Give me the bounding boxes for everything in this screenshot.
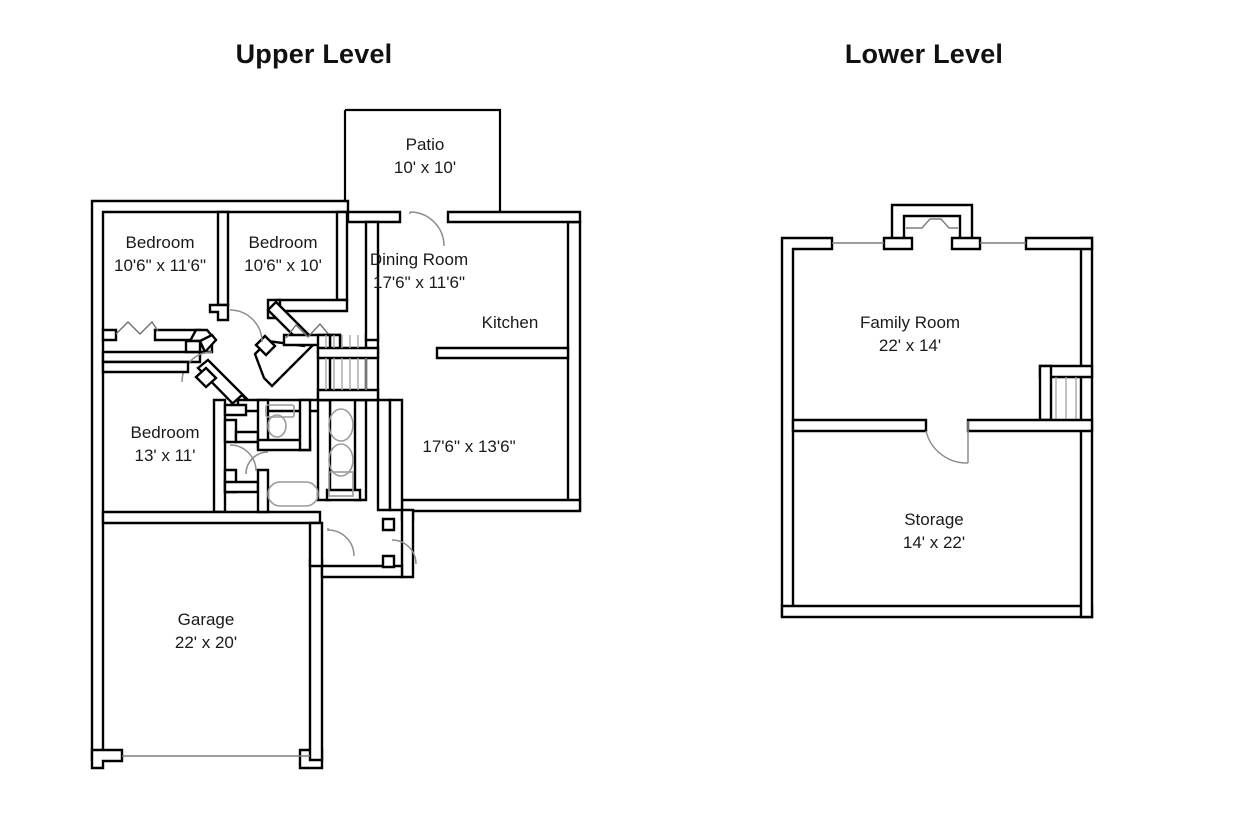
room-label-family-room: Family Room 22' x 14' bbox=[860, 313, 960, 355]
bedroom1-door-swing bbox=[229, 309, 263, 343]
upper-door-swings bbox=[181, 211, 445, 383]
bedroom3-door-swing bbox=[229, 444, 257, 472]
storage-walls bbox=[791, 418, 1094, 464]
lower-stairs bbox=[1038, 364, 1094, 422]
bedroom-2-name: Bedroom bbox=[249, 233, 318, 252]
bathroom-door-swing bbox=[245, 451, 269, 475]
room-label-bedroom-2: Bedroom 10'6" x 10' bbox=[244, 233, 322, 275]
room-label-garage: Garage 22' x 20' bbox=[175, 610, 237, 652]
kitchen-dimensions: 17'6" x 13'6" bbox=[422, 437, 515, 456]
garage-entry-door-swing bbox=[327, 529, 355, 557]
mudroom-door-swing bbox=[391, 539, 417, 565]
bay-window-glass bbox=[906, 218, 958, 229]
dining-room-dimensions: 17'6" x 11'6" bbox=[373, 273, 465, 292]
closet-bifold-indicator-right bbox=[285, 322, 331, 339]
family-room-dimensions: 22' x 14' bbox=[879, 336, 941, 355]
storage-name: Storage bbox=[904, 510, 964, 529]
closet-bifold-indicator-left bbox=[115, 320, 159, 335]
storage-door-swing bbox=[925, 430, 969, 464]
bedroom-3-dimensions: 13' x 11' bbox=[135, 446, 196, 465]
upper-level-plan bbox=[90, 108, 582, 770]
stair-treads-lower bbox=[1055, 377, 1077, 420]
lower-level-title: Lower Level bbox=[845, 39, 1003, 69]
stair-treads-upper bbox=[325, 335, 367, 390]
patio-door-swing bbox=[409, 211, 445, 247]
room-label-dining-room: Dining Room 17'6" x 11'6" bbox=[370, 250, 468, 292]
hall-door-swing bbox=[181, 351, 213, 383]
bedroom3-walls bbox=[101, 360, 322, 525]
room-label-bedroom-3: Bedroom 13' x 11' bbox=[131, 423, 200, 465]
upper-exterior-walls bbox=[90, 199, 582, 770]
bedroom-1-dimensions: 10'6" x 11'6" bbox=[114, 256, 206, 275]
sink-fixture-2 bbox=[328, 443, 354, 477]
room-label-bedroom-1: Bedroom 10'6" x 11'6" bbox=[114, 233, 206, 275]
family-room-name: Family Room bbox=[860, 313, 960, 332]
dining-room-name: Dining Room bbox=[370, 250, 468, 269]
toilet-tank-fixture bbox=[265, 404, 295, 418]
garage-dimensions: 22' x 20' bbox=[175, 633, 237, 652]
storage-dimensions: 14' x 22' bbox=[903, 533, 965, 552]
lower-level-plan bbox=[780, 203, 1094, 619]
bathroom-group bbox=[245, 398, 368, 514]
garage-name: Garage bbox=[178, 610, 235, 629]
room-label-patio: Patio 10' x 10' bbox=[394, 135, 456, 177]
bedroom-3-name: Bedroom bbox=[131, 423, 200, 442]
bedroom-2-dimensions: 10'6" x 10' bbox=[244, 256, 322, 275]
bedroom1-closet bbox=[101, 320, 202, 364]
patio-dimensions: 10' x 10' bbox=[394, 158, 456, 177]
bedroom-1-name: Bedroom bbox=[126, 233, 195, 252]
patio-outline bbox=[343, 108, 502, 222]
shower-fixture bbox=[328, 471, 354, 497]
hallway-diagonal-walls bbox=[184, 300, 342, 416]
kitchen-name: Kitchen bbox=[482, 313, 539, 332]
kitchen-dining-walls bbox=[364, 220, 570, 512]
sink-fixture-1 bbox=[328, 408, 354, 442]
upper-level-title: Upper Level bbox=[236, 39, 393, 69]
bathtub-fixture bbox=[267, 481, 319, 507]
room-label-kitchen: Kitchen 17'6" x 13'6" bbox=[422, 313, 538, 456]
toilet-bowl-fixture bbox=[267, 414, 287, 438]
room-label-storage: Storage 14' x 22' bbox=[903, 510, 965, 552]
patio-name: Patio bbox=[406, 135, 445, 154]
garage-entry-doors bbox=[308, 521, 417, 568]
